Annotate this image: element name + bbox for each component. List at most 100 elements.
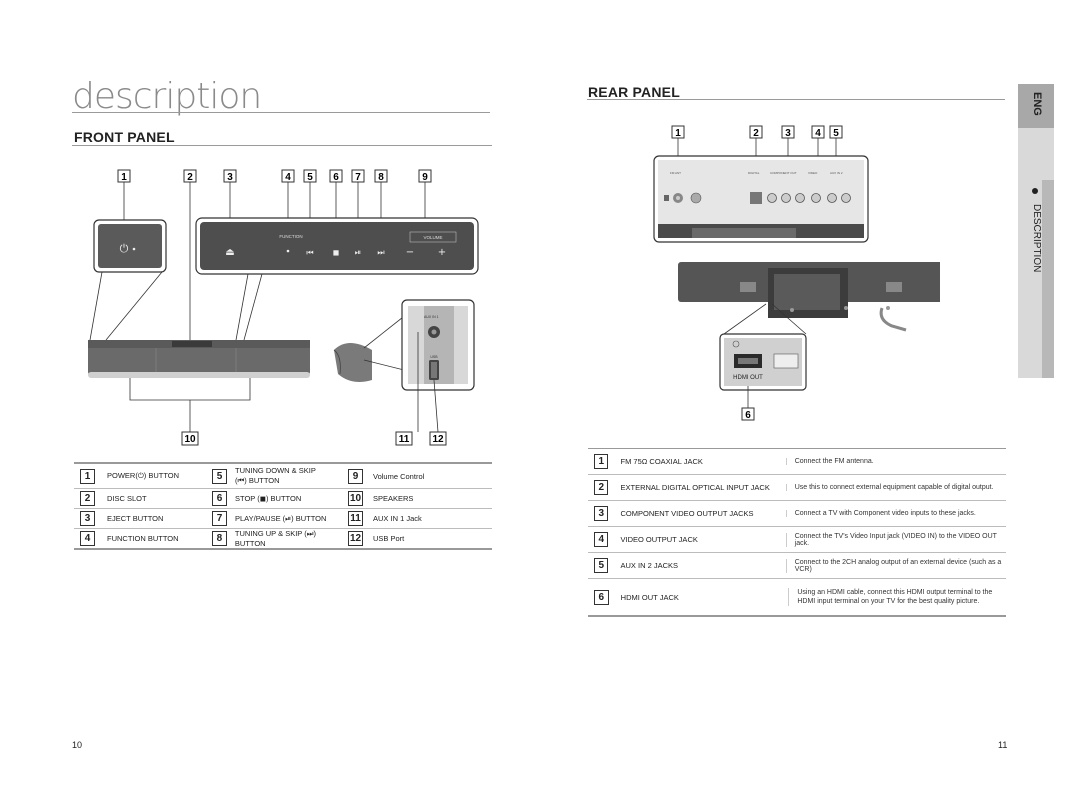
table-row: 4 VIDEO OUTPUT JACK Connect the TV's Vid… [588,527,1006,553]
row-label: PLAY/PAUSE (⏯) BUTTON [235,513,327,523]
row-label: STOP (◼) BUTTON [235,494,302,503]
table-row: 2 EXTERNAL DIGITAL OPTICAL INPUT JACK Us… [588,475,1006,501]
hdmi-out-label: HDMI OUT [733,375,763,381]
section-label: DESCRIPTION [1031,204,1042,273]
front-panel-heading: FRONT PANEL [74,129,175,145]
rear-panel-illustration: 1 2 3 4 5 FM ANT DIGITAL COMPONENT OUT V… [653,125,940,421]
row-description: Connect to the 2CH analog output of an e… [785,558,1006,573]
row-label: POWER(⏻) BUTTON [107,471,180,480]
row-label: COMPONENT VIDEO OUTPUT JACKS [620,509,754,518]
row-number: 6 [594,589,609,605]
row-number: 5 [212,468,227,484]
row-number: 1 [80,468,95,484]
volume-down-icon: − [406,247,414,258]
svg-text:3: 3 [785,128,791,139]
row-number: 2 [594,480,609,495]
skip-forward-icon: ⏭ [377,248,384,257]
play-pause-icon: ⏯ [355,248,361,257]
row-number: 7 [212,511,227,526]
svg-text:4: 4 [815,128,821,139]
svg-text:1: 1 [121,172,127,183]
row-description: Connect the FM antenna. [785,458,1006,465]
row-number: 6 [212,491,227,506]
row-label: SPEAKERS [373,494,414,503]
page-number-right: 11 [998,740,1008,750]
svg-text:1: 1 [675,128,681,139]
row-number: 12 [348,531,363,546]
svg-text:VIDEO: VIDEO [808,171,818,175]
row-number: 11 [348,511,363,526]
rear-panel-table: 1 FM 75Ω COAXIAL JACK Connect the FM ant… [588,448,1006,617]
svg-text:COMPONENT OUT: COMPONENT OUT [770,171,797,175]
skip-back-icon: ⏮ [306,248,313,257]
svg-text:6: 6 [745,410,751,421]
callout-11 [395,431,413,446]
svg-text:2: 2 [187,172,193,183]
row-number: 5 [594,558,609,573]
lang-tab [1018,84,1054,128]
front-panel-table: 1 POWER(⏻) BUTTON 5 TUNING DOWN & SKIP (… [74,462,492,550]
usb-panel-text: USB [430,355,438,359]
table-row: 3 EJECT BUTTON 7 PLAY/PAUSE (⏯) BUTTON 1… [74,509,492,529]
sidebar-accent [1042,180,1054,378]
svg-text:FM ANT: FM ANT [670,171,681,175]
svg-text:11: 11 [399,434,410,445]
svg-text:5: 5 [833,128,839,139]
volume-panel-text: VOLUME [423,235,442,240]
row-label: USB Port [373,534,405,543]
row-description: Using an HDMI cable, connect this HDMI o… [788,588,1006,606]
table-row: 5 AUX IN 2 JACKS Connect to the 2CH anal… [588,553,1006,579]
row-label: AUX IN 2 JACKS [620,561,679,570]
eject-icon: ⏏ [225,247,234,258]
svg-text:2: 2 [753,128,759,139]
row-description: Connect a TV with Component video inputs… [785,510,1006,517]
table-row: 4 FUNCTION BUTTON 8 TUNING UP & SKIP (⏭)… [74,529,492,550]
aux-panel-text: AUX IN 1 [424,315,439,319]
svg-text:AUX IN 2: AUX IN 2 [830,171,843,175]
rear-heading-rule [587,99,1005,100]
power-icon: ⏻ [120,243,129,255]
table-row: 1 POWER(⏻) BUTTON 5 TUNING DOWN & SKIP (… [74,464,492,489]
row-label: HDMI OUT JACK [620,592,679,602]
rear-callout-6 [741,407,755,421]
row-label: AUX IN 1 Jack [373,514,422,523]
callout-10 [181,431,199,446]
front-callouts-top: 1 2 3 4 5 6 7 8 9 [117,169,432,183]
row-number: 3 [80,511,95,526]
table-row: 1 FM 75Ω COAXIAL JACK Connect the FM ant… [588,449,1006,475]
table-row: 6 HDMI OUT JACK Using an HDMI cable, con… [588,579,1006,617]
section-dot-icon [1032,188,1038,194]
callout-12 [429,431,447,446]
function-panel-text: FUNCTION [279,234,302,239]
row-label: TUNING DOWN & SKIP (⏮) BUTTON [235,466,316,485]
svg-text:8: 8 [378,172,384,183]
svg-text:5: 5 [307,172,313,183]
row-label: EXTERNAL DIGITAL OPTICAL INPUT JACK [620,483,770,492]
row-number: 2 [80,491,95,506]
svg-text:9: 9 [422,172,428,183]
svg-text:3: 3 [227,172,233,183]
row-description: Connect the TV's Video Input jack (VIDEO… [785,532,1006,547]
page-number-left: 10 [72,740,83,750]
row-number: 4 [594,532,609,547]
row-label: TUNING UP & SKIP (⏭) BUTTON [234,529,316,548]
svg-text:4: 4 [285,172,291,183]
row-number: 8 [212,531,227,546]
row-number: 3 [594,506,609,521]
svg-text:6: 6 [333,172,339,183]
stop-icon: ◼ [333,248,340,257]
svg-text:12: 12 [432,434,444,445]
front-heading-rule [72,145,492,146]
svg-text:10: 10 [184,434,196,445]
title-rule [72,112,490,113]
svg-text:7: 7 [355,172,361,183]
row-label: Volume Control [373,471,425,481]
front-panel-illustration: 1 2 3 4 5 6 7 8 9 ⏻ FUNCTION VOLUME ⏏ ⏮ … [88,169,479,446]
row-label: FM 75Ω COAXIAL JACK [620,457,703,466]
table-row: 3 COMPONENT VIDEO OUTPUT JACKS Connect a… [588,501,1006,527]
lang-label: ENG [1031,92,1043,116]
volume-up-icon: + [438,247,446,258]
page-title: description [72,76,262,117]
row-number: 1 [594,454,609,469]
svg-text:DIGITAL: DIGITAL [748,171,760,175]
